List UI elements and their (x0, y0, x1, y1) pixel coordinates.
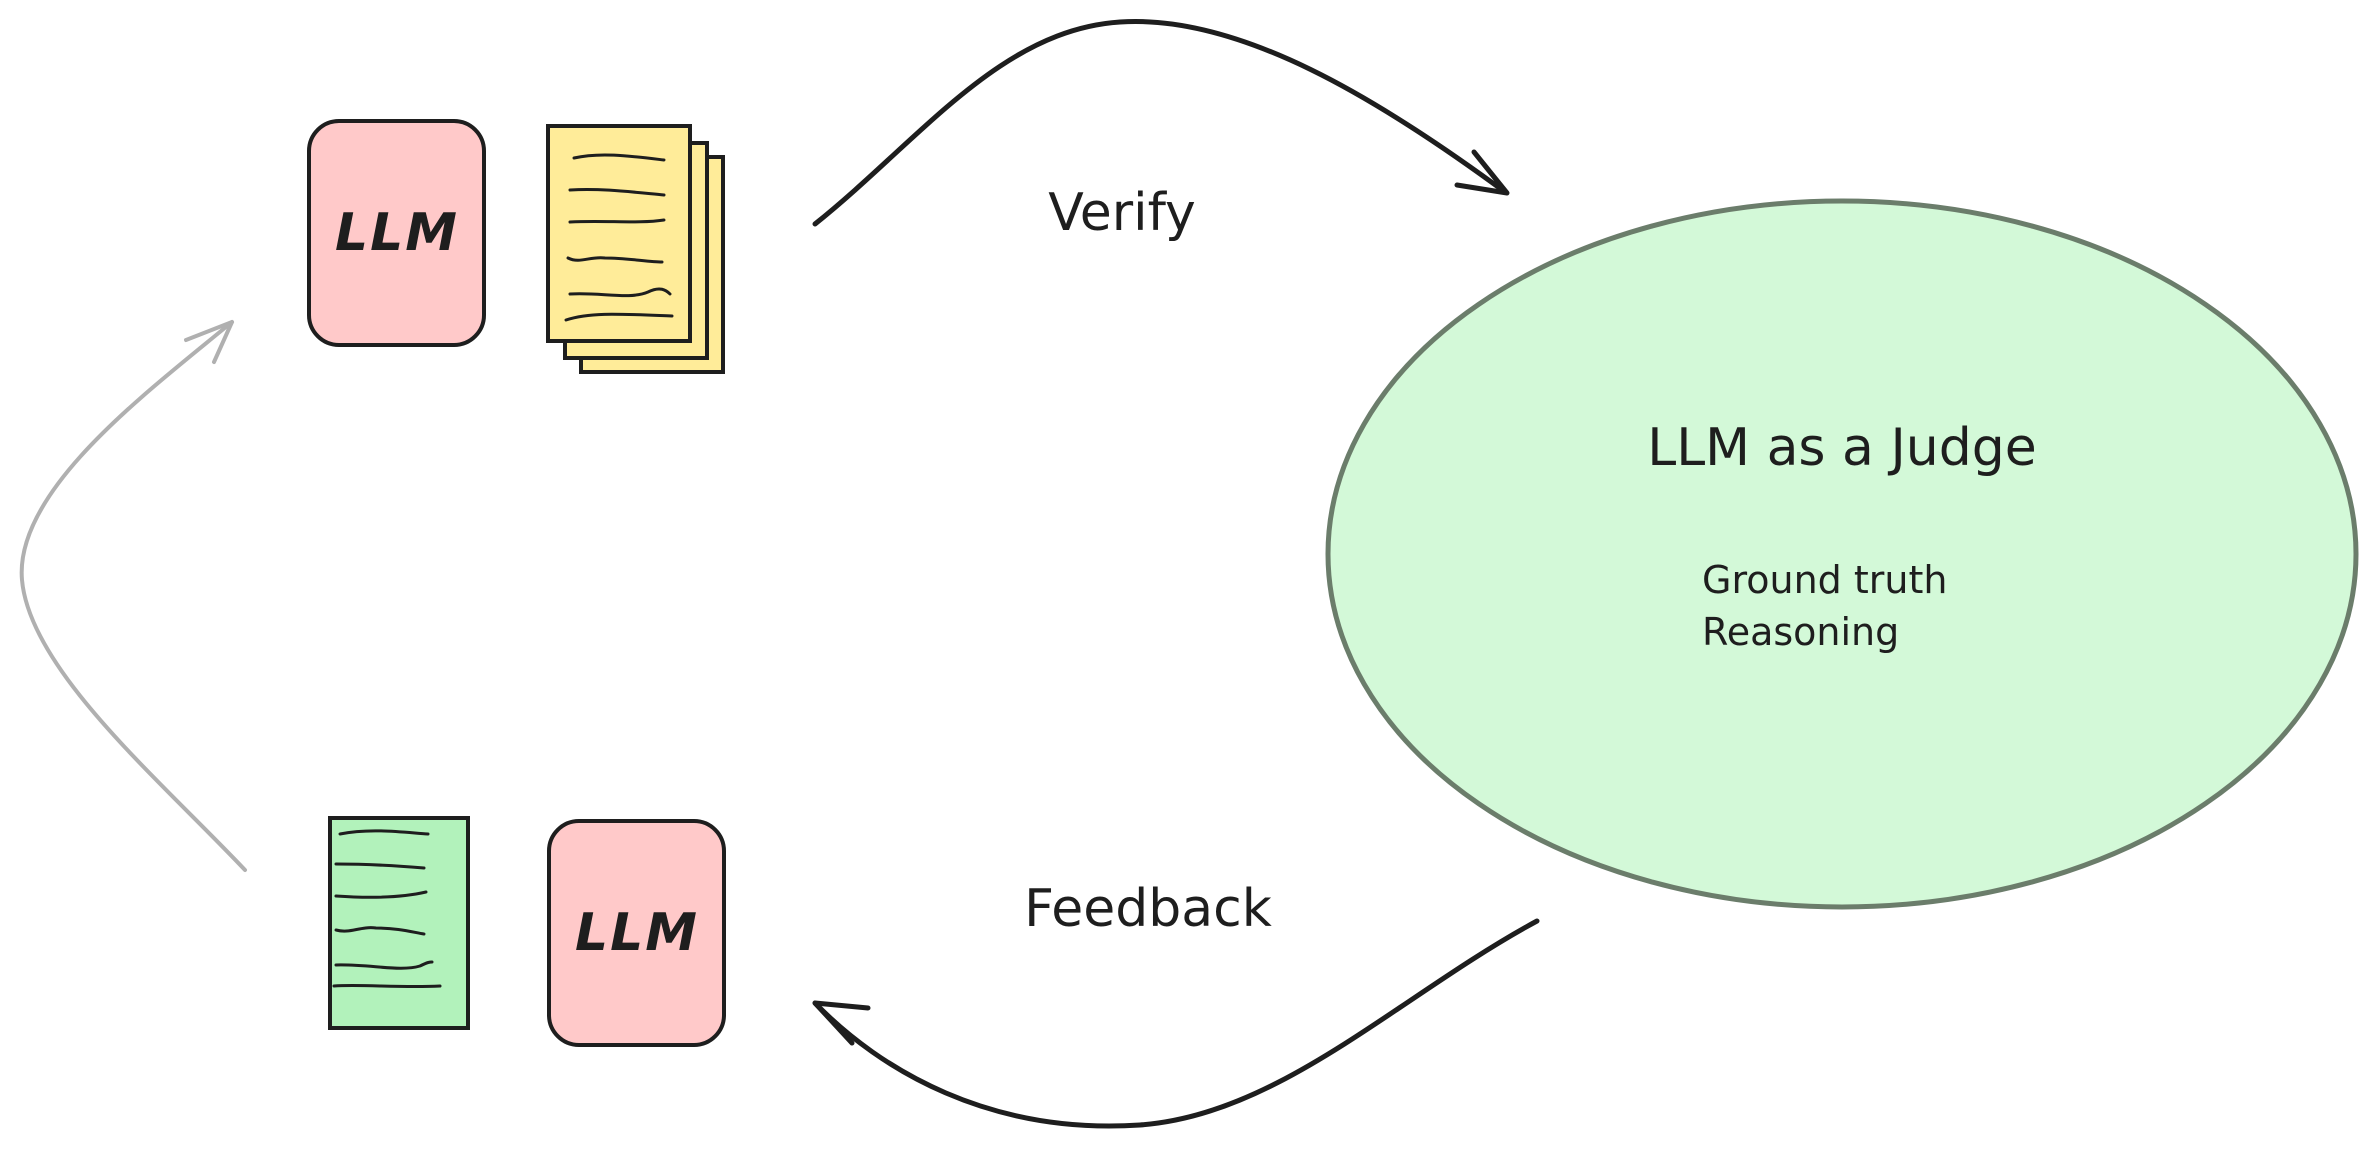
feedback-edge: Feedback (812, 879, 1540, 1129)
loop-back-arrow-curve (19, 320, 247, 872)
verify-arrowhead (1454, 149, 1510, 196)
judge-node: LLM as a Judge Ground truth Reasoning (1325, 198, 2359, 910)
judge-criterion-ground-truth: Ground truth (1702, 558, 1947, 602)
generator-llm-node: LLM (307, 119, 486, 347)
generated-documents-stack (546, 124, 725, 374)
feedback-arrow-curve (812, 918, 1540, 1129)
refiner-llm-node: LLM (547, 819, 726, 1047)
feedback-arrowhead (812, 1000, 871, 1046)
feedback-document (328, 816, 470, 1030)
document-sheet-front (546, 124, 692, 343)
loop-back-edge (19, 320, 247, 872)
verify-label: Verify (1048, 183, 1196, 243)
feedback-document-text-lines (332, 829, 442, 989)
document-text-lines (564, 153, 674, 322)
judge-title: LLM as a Judge (1647, 418, 2037, 478)
verify-edge: Verify (812, 18, 1510, 243)
judge-ellipse (1325, 198, 2359, 910)
judge-criterion-reasoning: Reasoning (1702, 610, 1899, 654)
loop-back-arrowhead (184, 320, 234, 364)
refiner-llm-box (547, 819, 726, 1047)
verify-arrow-curve (812, 18, 1508, 227)
feedback-document-sheet (328, 816, 470, 1030)
feedback-label: Feedback (1024, 879, 1272, 939)
refiner-llm-label: LLM (575, 903, 699, 963)
generator-llm-box (307, 119, 486, 347)
generator-llm-label: LLM (335, 203, 459, 263)
